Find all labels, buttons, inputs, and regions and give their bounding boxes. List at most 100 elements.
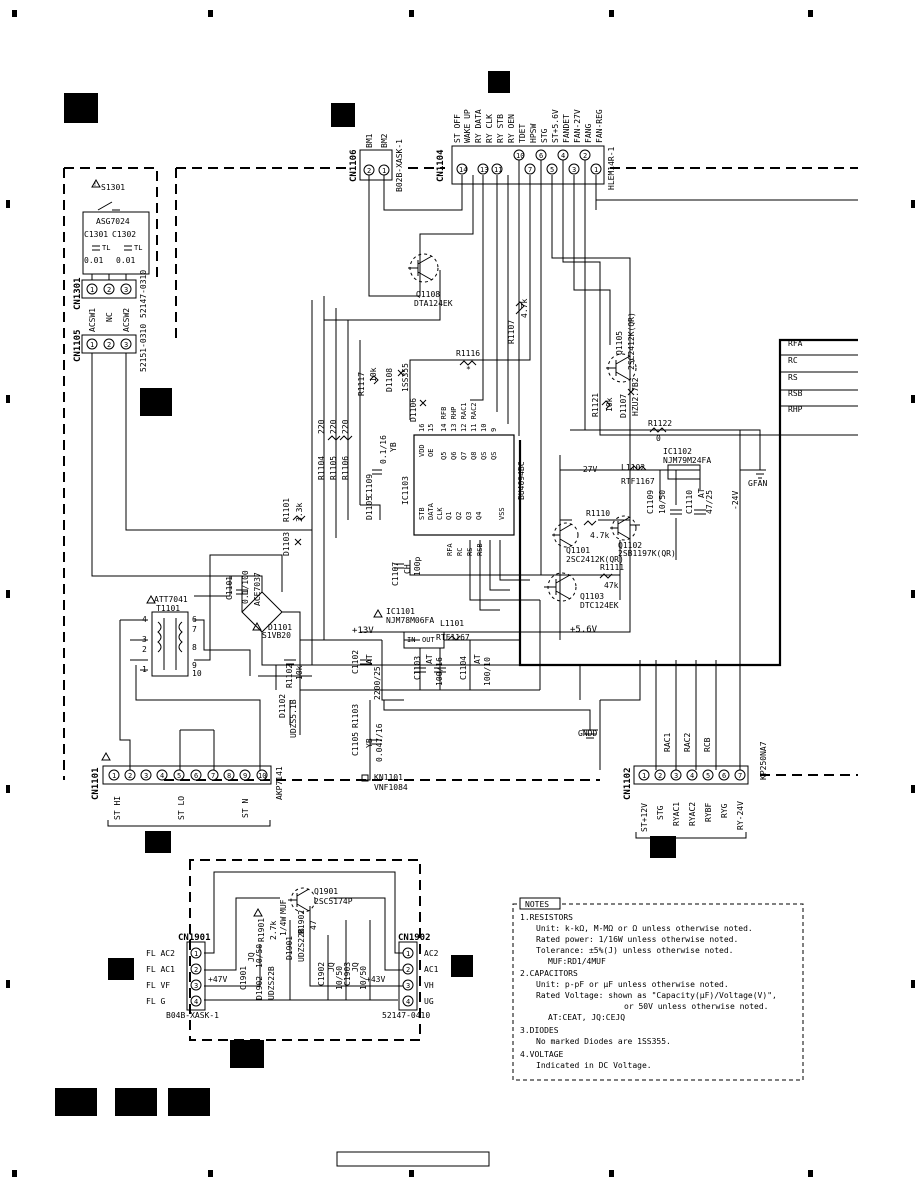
notes-line: Rated power: 1/16W unless otherwise note… (536, 935, 738, 944)
cn1101-pin: 2 (128, 772, 132, 780)
d1103-ref: D1103 (282, 532, 291, 556)
r1116-value: * (466, 365, 471, 374)
c1302-ref: C1302 (112, 230, 136, 239)
cn1104-signal-10: RY STB (496, 114, 505, 143)
top-area-components: R1107 4.7k R1117 10k D1108 1SS355 R1116 … (282, 299, 672, 586)
svg-text:6: 6 (192, 615, 197, 624)
r1102-ref: R1102 (285, 664, 294, 688)
q1102-part: 2SB1197K(QR) (618, 549, 676, 558)
notes-line: Rated Voltage: shown as "Capacity(µF)/Vo… (536, 991, 777, 1000)
cn1104-signal-3: FAN-27V (573, 109, 582, 143)
ic1103-right-pin: Q5 (440, 452, 448, 460)
cn1902-signal: AC1 (424, 965, 439, 974)
cn1106-part: B02B-XASK-1 (395, 139, 404, 192)
cn1104-signal-8: TDET (518, 124, 527, 143)
ic1103-left-pin: CLK (436, 507, 444, 520)
r1111-ref: R1111 (600, 563, 624, 572)
c1105-value: 0.047/16 (375, 723, 384, 762)
cn1101-connector: 1 2 3 4 5 6 7 8 9 10 CN1101 AKP7141 ST H… (91, 751, 284, 827)
cn1102-pins: 1 2 3 4 5 6 7 (638, 769, 746, 781)
q1101-part: 2SC2412K(QR) (566, 555, 624, 564)
cn1106-pin-1: 1 (382, 167, 386, 175)
ic1103-part: BU4094BC (517, 461, 526, 500)
cn1301-pin-3: 3 (124, 286, 128, 294)
cn1101-part: AKP7141 (275, 766, 284, 800)
c1301-type: TL (102, 244, 110, 252)
r1121-ref: R1121 (591, 393, 600, 417)
svg-text:2: 2 (142, 645, 147, 654)
net-plus13v: +13V (352, 626, 374, 636)
cn1101-pin: 10 (258, 772, 266, 780)
r1107-value: 4.7k (520, 299, 529, 318)
cn1104-signal-4: FANDET (562, 114, 571, 143)
d1101-ref: D1101 (268, 623, 292, 632)
r1117-ref: R1117 (357, 372, 366, 396)
c1101-value: 0.1/100 (241, 570, 250, 604)
cn1104-pins: 14 13 11 10 7 6 5 4 3 2 1 (456, 149, 602, 175)
d1108-ref: D1108 (385, 368, 394, 392)
r1902-value: 47 (309, 920, 318, 930)
cn1104-ref: CN1104 (436, 149, 446, 182)
svg-text:3: 3 (572, 166, 576, 174)
cn1901-signal: FL AC2 (146, 949, 175, 958)
kn1101-terminal: KN1101 VNF1084 (361, 773, 408, 792)
c1901-value: 10/50 (255, 944, 264, 968)
bus-rs: RS (788, 373, 798, 382)
c1110-type: AT (697, 488, 706, 498)
notes-line: 2.CAPACITORS (520, 969, 578, 978)
notes-line: MUF:RD1/4MUF (548, 957, 606, 966)
cn1102-net-rac1: RAC1 (663, 733, 672, 752)
ic1103-right-pin: QS (480, 452, 488, 460)
cn1102-signal: RYAC1 (672, 802, 681, 826)
c1107-ref: C1107 (391, 562, 400, 586)
l1102-ref: L1102 (621, 463, 645, 472)
ic1101-part: NJM78M06FA (386, 616, 434, 625)
net-minus24v: -24V (731, 491, 740, 510)
cn1102-pin: 3 (674, 772, 678, 780)
c1109-type: YB (389, 442, 398, 452)
q1105-part: 2SC2412K(QR) (627, 312, 636, 370)
r1107-ref: R1107 (507, 320, 516, 344)
s1301-part: ASG7024 (96, 217, 130, 226)
ic1103-right-pin: QS (490, 452, 498, 460)
c1110-value: 47/25 (705, 490, 714, 514)
svg-text:4: 4 (142, 615, 147, 624)
cn1102-connector: 1 2 3 4 5 6 7 CN1102 KP250NA7 ST+12V STG… (623, 733, 768, 839)
d1107-part: HZU2.7B2 (631, 377, 640, 416)
cn1102-signal: ST+12V (640, 803, 649, 832)
cn1106-ref: CN1106 (349, 149, 359, 182)
c1107-type: CH (403, 564, 412, 574)
section-tags (55, 71, 676, 1116)
svg-text:4: 4 (561, 152, 565, 160)
board-outlines (63, 167, 858, 1041)
notes-box: NOTES 1.RESISTORS Unit: k-kΩ, M-MΩ or Ω … (512, 897, 804, 1081)
cn1902-pin: 3 (406, 982, 410, 990)
ic1103-top-pin: 16 (418, 424, 426, 432)
cn1104-signal-2: FANG (584, 124, 593, 143)
page-edge-marks (6, 10, 915, 1177)
cn1901-part: B04B-XASK-1 (166, 1011, 219, 1020)
cn1102-pin: 5 (706, 772, 710, 780)
d1101-part: S1VB20 (262, 631, 291, 640)
r1101-value: 3.3k (295, 503, 304, 522)
ic1103-right-pin: Q8 (470, 452, 478, 460)
r1111-value: 47k (604, 581, 619, 590)
c1107-value: 100p (413, 557, 422, 576)
cn1104-signal-13: WAKE UP (463, 109, 472, 143)
cn1101-ref: CN1101 (91, 767, 101, 800)
net-gndd: GNDD (578, 729, 597, 738)
ic1103-right-pin: Q7 (460, 452, 468, 460)
cn1105-ref: CN1105 (73, 329, 83, 362)
notes-line: 3.DIODES (520, 1026, 559, 1035)
notes-line: 1.RESISTORS (520, 913, 573, 922)
cn1101-pin: 3 (144, 772, 148, 780)
cn1901-pin: 1 (194, 950, 198, 958)
q1103-transistor: Q1103 DTC124EK (544, 572, 619, 610)
cn1101-group-st-lo: ST LO (177, 796, 186, 820)
cn1901-pin: 4 (194, 998, 198, 1006)
c1301-value: 0.01 (84, 256, 103, 265)
ic1103-right-pin: VSS (498, 507, 506, 520)
r1117-value: 10k (369, 367, 378, 382)
ic1103-bottom-pin: RS (466, 548, 474, 556)
